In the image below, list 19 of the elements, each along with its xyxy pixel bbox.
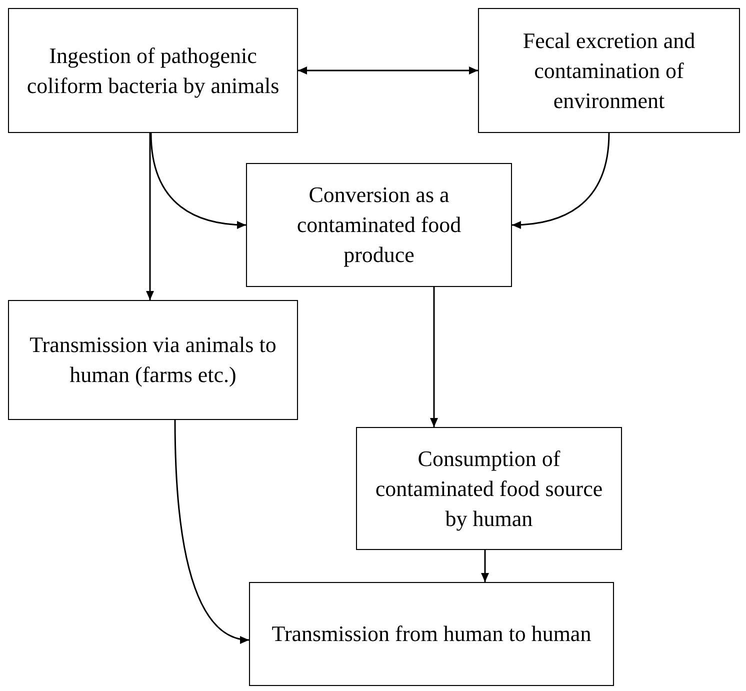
box-label: Consumption of contaminated food source by human (374, 444, 604, 533)
box-label: Transmission via animals to human (farms etc.) (28, 331, 278, 389)
process-box (8, 8, 298, 133)
arrow (150, 132, 246, 229)
process-box (478, 8, 740, 133)
process-box (8, 300, 298, 420)
box-label: Fecal excretion and contamination of environment (522, 26, 696, 114)
process-box (246, 163, 512, 287)
arrow (512, 132, 610, 229)
box-label: Transmission from human to human (272, 620, 592, 648)
process-box (249, 582, 614, 686)
box-label: Conversion as a contaminated food produce (296, 181, 462, 269)
arrow (298, 66, 478, 74)
arrow (146, 133, 154, 300)
arrow (430, 287, 438, 427)
process-box (356, 427, 622, 550)
arrow (174, 420, 250, 644)
box-label: Ingestion of pathogenic coliform bacteria by animals (26, 42, 280, 100)
arrow (481, 550, 489, 582)
